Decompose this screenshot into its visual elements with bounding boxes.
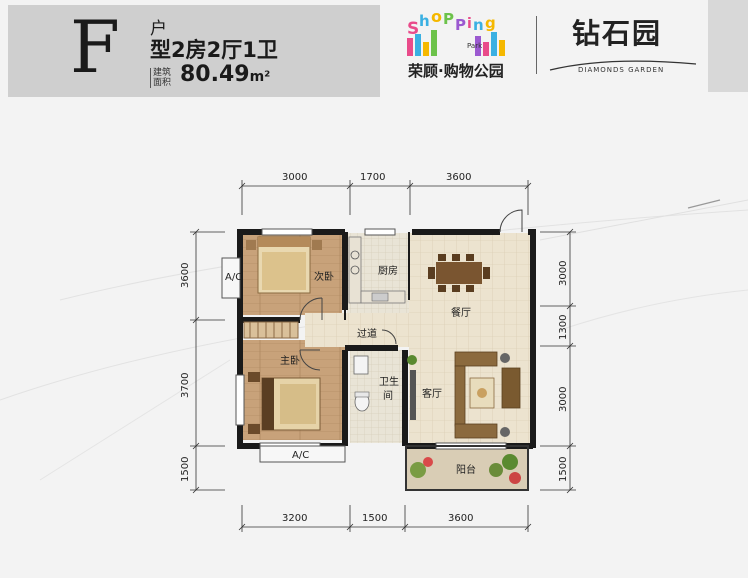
dimension-bottom-3: 3600: [448, 513, 473, 524]
diamond-garden-english: DIAMONDS GARDEN: [578, 66, 665, 74]
room-label-dining: 餐厅: [451, 306, 471, 319]
shopping-park-name: 荣顾·购物公园: [408, 62, 504, 80]
ac-unit-left: [221, 257, 241, 299]
room-label-second-bedroom: 次卧: [314, 270, 334, 283]
area-unit: m²: [249, 69, 271, 85]
dining-table: [428, 254, 490, 292]
ac-unit-bottom: [259, 445, 346, 463]
wardrobe: [243, 321, 299, 339]
room-label-balcony: 阳台: [456, 463, 476, 476]
living-room-sofa: [407, 351, 521, 439]
room-label-ac-left: A/C: [225, 272, 242, 283]
unit-type-header: [8, 5, 380, 97]
dimension-top-3: 3600: [446, 172, 471, 183]
room-label-bathroom-2: 间: [383, 389, 393, 402]
dimension-lines-left: [190, 228, 225, 494]
unit-type-hu-label: 户: [150, 19, 167, 39]
svg-text:P: P: [443, 10, 454, 28]
dimension-bottom-2: 1500: [362, 513, 387, 524]
room-label-master-bedroom: 主卧: [280, 354, 300, 367]
room-label-kitchen: 厨房: [378, 264, 398, 277]
svg-text:Park: Park: [467, 42, 483, 50]
dimension-right-1: 3000: [558, 261, 569, 286]
dimension-lines-right: [540, 228, 576, 494]
balcony-plants: [410, 454, 521, 484]
dimension-bottom-1: 3200: [282, 513, 307, 524]
unit-layout-label: 型2房2厅1卫: [150, 38, 278, 62]
shopping-park-logo: S h o P P i n g Park: [407, 8, 505, 56]
balcony-outline: [405, 445, 529, 491]
dimension-left-2: 3700: [180, 373, 191, 398]
svg-text:S: S: [407, 19, 419, 39]
bathroom-fixtures: [353, 355, 370, 412]
second-bedroom-bed: [246, 236, 322, 294]
dimension-top-1: 3000: [282, 172, 307, 183]
master-bedroom-bed: [248, 372, 321, 434]
dimension-right-4: 1500: [558, 457, 569, 482]
dimension-left-3: 1500: [180, 457, 191, 482]
area-value: 80.49m²: [180, 62, 270, 87]
diamond-garden-name: 钻石园: [572, 17, 663, 50]
unit-type-letter: F: [70, 5, 120, 89]
dimension-lines-bottom: [238, 505, 532, 532]
area-label: 建筑 面积: [150, 68, 179, 88]
room-label-bathroom-1: 卫生: [379, 375, 399, 388]
svg-text:i: i: [467, 16, 472, 32]
svg-text:n: n: [473, 16, 484, 34]
corner-block: [708, 0, 748, 92]
area-label-line1: 建筑: [153, 68, 172, 78]
room-label-ac-bottom: A/C: [292, 450, 309, 461]
svg-text:g: g: [485, 14, 496, 32]
dimension-left-1: 3600: [180, 263, 191, 288]
dimension-right-2: 1300: [558, 315, 569, 340]
kitchen-counter: [348, 236, 406, 304]
diamond-garden-swoosh: [549, 60, 697, 71]
svg-text:o: o: [431, 8, 442, 26]
svg-text:h: h: [419, 12, 430, 30]
dimension-lines-top: [238, 180, 532, 215]
dimension-top-2: 1700: [360, 172, 385, 183]
dimension-right-3: 3000: [558, 387, 569, 412]
area-label-line2: 面积: [153, 78, 172, 88]
logo-divider: [536, 16, 537, 74]
doors: [299, 209, 523, 371]
area-number: 80.49: [180, 62, 250, 87]
room-label-corridor: 过道: [357, 327, 377, 340]
room-label-living: 客厅: [422, 387, 442, 400]
svg-text:P: P: [455, 16, 466, 34]
